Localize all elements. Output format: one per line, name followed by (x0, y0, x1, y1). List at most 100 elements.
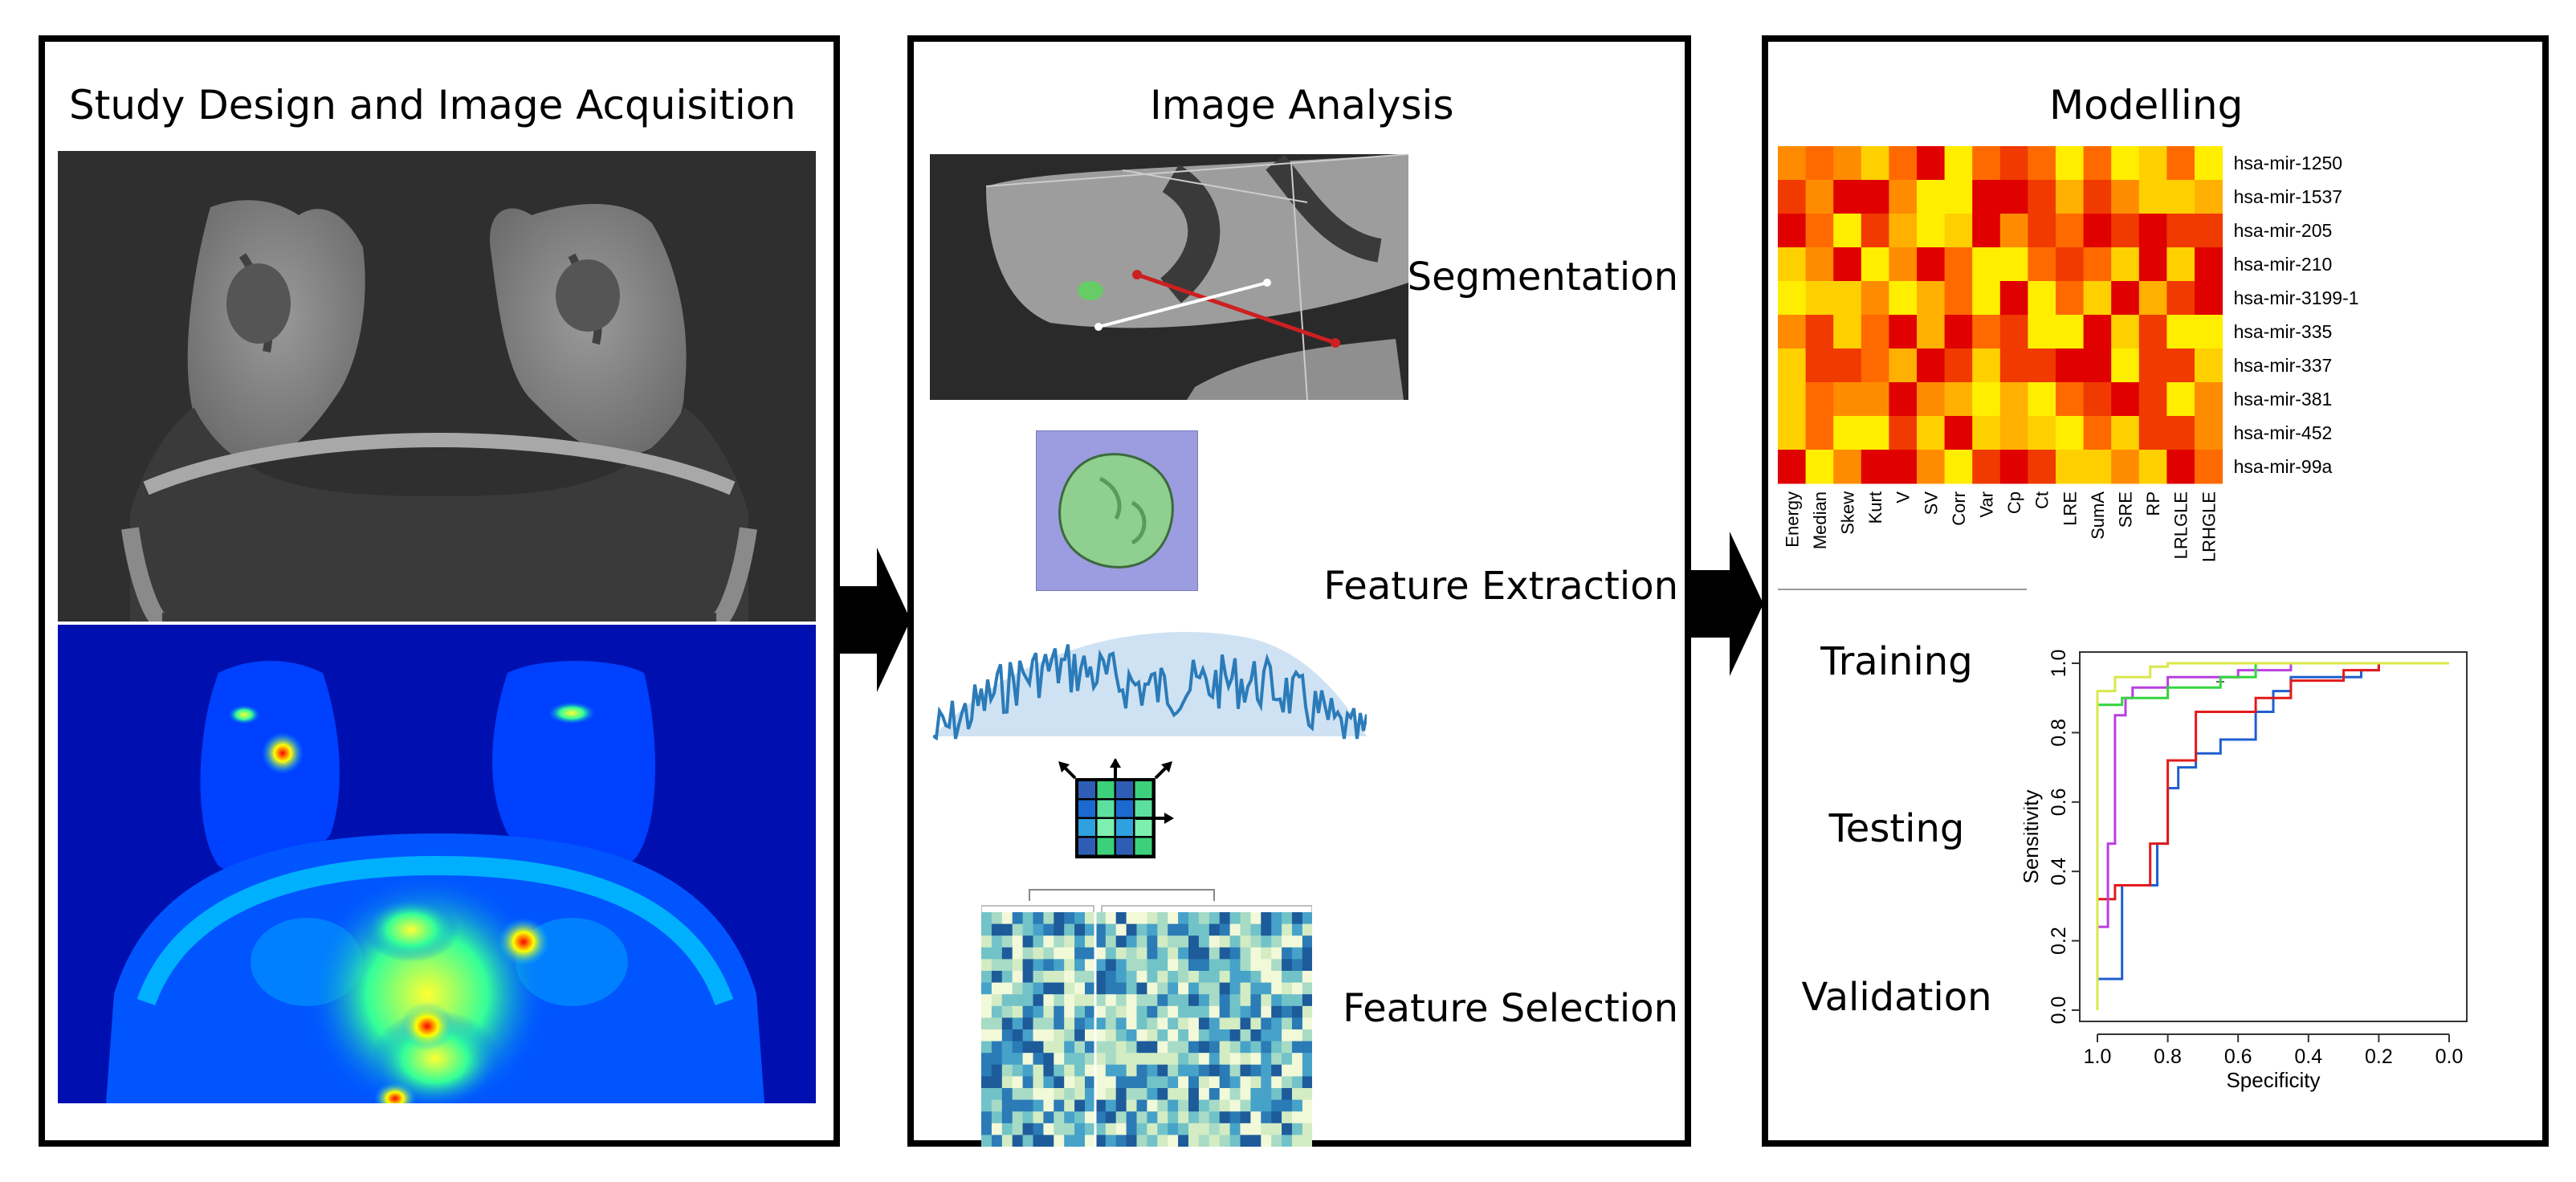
selection-cell (1085, 1005, 1096, 1018)
selection-cell (1126, 982, 1137, 995)
selection-cell (1271, 1064, 1282, 1077)
selection-cell (1271, 971, 1282, 984)
selection-cell (1105, 935, 1117, 948)
heatmap-cell (1972, 247, 2001, 282)
selection-cell (1229, 1076, 1241, 1089)
selection-cell (1198, 1123, 1210, 1135)
selection-cell (1012, 982, 1024, 995)
selection-cell (1168, 982, 1179, 995)
selection-cell (991, 1029, 1003, 1042)
selection-cell (1033, 1123, 1044, 1135)
selection-cell (1022, 1088, 1033, 1101)
heatmap-cell (1861, 315, 1889, 349)
selection-cell (1043, 1064, 1054, 1077)
selection-cell (1022, 971, 1033, 984)
heatmap-cell (2028, 450, 2056, 484)
image-analysis-title: Image Analysis (1150, 82, 1454, 128)
selection-cell (1229, 982, 1241, 995)
heatmap-cell (2111, 247, 2140, 282)
selection-cell (1282, 1111, 1293, 1124)
selection-cell (1250, 1111, 1262, 1124)
selection-cell (1178, 971, 1189, 984)
selection-cell (991, 1135, 1003, 1147)
selection-cell (1126, 1099, 1137, 1112)
heatmap-cell (1861, 180, 1889, 214)
selection-cell (1229, 1099, 1241, 1112)
heatmap-cell (1999, 281, 2028, 316)
heatmap-cell (1833, 281, 1862, 316)
selection-cell (1157, 1005, 1168, 1018)
heatmap-cell (2083, 146, 2112, 181)
selection-cell (1022, 1029, 1033, 1042)
selection-cell (1043, 1099, 1054, 1112)
selection-cell (1085, 947, 1096, 960)
selection-cell (1282, 1076, 1293, 1089)
selection-cell (1074, 1135, 1086, 1147)
selection-cell (1126, 971, 1137, 984)
heatmap-cell (2028, 281, 2056, 316)
selection-cell (1074, 947, 1086, 960)
heatmap-cell (1889, 348, 1918, 383)
selection-cell (1198, 959, 1210, 972)
heatmap-cell (2056, 416, 2085, 450)
heatmap-cell (1999, 214, 2028, 248)
selection-cell (1271, 1076, 1282, 1089)
selection-cell (981, 1053, 992, 1066)
selection-cell (991, 994, 1003, 1007)
selection-cell (1022, 1135, 1033, 1147)
selection-cell (1094, 971, 1107, 984)
pet-image (58, 625, 816, 1103)
selection-cell (1126, 1088, 1137, 1101)
heatmap-cell (1999, 247, 2028, 282)
selection-cell (1054, 1123, 1065, 1135)
heatmap-cell (2138, 382, 2167, 417)
selection-cell (1229, 947, 1241, 960)
selection-cell (1033, 1017, 1044, 1030)
selection-cell (1085, 1135, 1096, 1147)
selection-cell (1282, 1135, 1293, 1147)
heatmap-cell (1778, 382, 1807, 417)
heatmap-cell (2138, 315, 2167, 349)
heatmap-cell (1861, 247, 1889, 282)
selection-cell (1064, 1076, 1075, 1089)
selection-cell (1074, 1076, 1086, 1089)
selection-cell (1126, 1135, 1137, 1147)
selection-cell (1282, 1005, 1293, 1018)
selection-cell (1001, 1099, 1013, 1112)
selection-cell (1136, 1099, 1147, 1112)
selection-cell (1105, 1029, 1117, 1042)
selection-cell (1085, 1076, 1096, 1089)
selection-cell (1001, 1111, 1013, 1124)
selection-cell (1229, 994, 1241, 1007)
roc-x-tick-label: 0.6 (2224, 1045, 2252, 1068)
heatmap-cell (1944, 315, 1973, 349)
heatmap-cell (2028, 180, 2056, 214)
selection-cell (1157, 1053, 1168, 1066)
selection-cell (1250, 1005, 1262, 1018)
selection-cell (1074, 1111, 1086, 1124)
heatmap-row-label: hsa-mir-3199-1 (2234, 287, 2359, 308)
selection-cell (1043, 923, 1054, 936)
selection-cell (1001, 971, 1013, 984)
heatmap-cell (1917, 281, 1946, 316)
selection-cell (1105, 1053, 1117, 1066)
selection-cell (1001, 923, 1013, 936)
matrix-cell (1116, 838, 1133, 855)
selection-cell (1188, 935, 1200, 948)
selection-cell (1292, 1064, 1303, 1077)
roc-x-tick-label: 0.0 (2435, 1045, 2464, 1068)
selection-cell (1292, 1111, 1303, 1124)
heatmap-cell (1861, 382, 1889, 417)
heatmap-cell (2083, 214, 2112, 248)
selection-cell (1126, 1064, 1137, 1077)
selection-cell (1022, 1064, 1033, 1077)
selection-cell (1240, 971, 1251, 984)
selection-cell (1012, 935, 1024, 948)
heatmap-column-label: Kurt (1865, 491, 1885, 524)
selection-cell (1261, 923, 1272, 936)
selection-cell (1229, 959, 1241, 972)
heatmap-column-label: V (1893, 491, 1914, 503)
heatmap-cell (1805, 247, 1834, 282)
heatmap-cell (1972, 450, 2001, 484)
